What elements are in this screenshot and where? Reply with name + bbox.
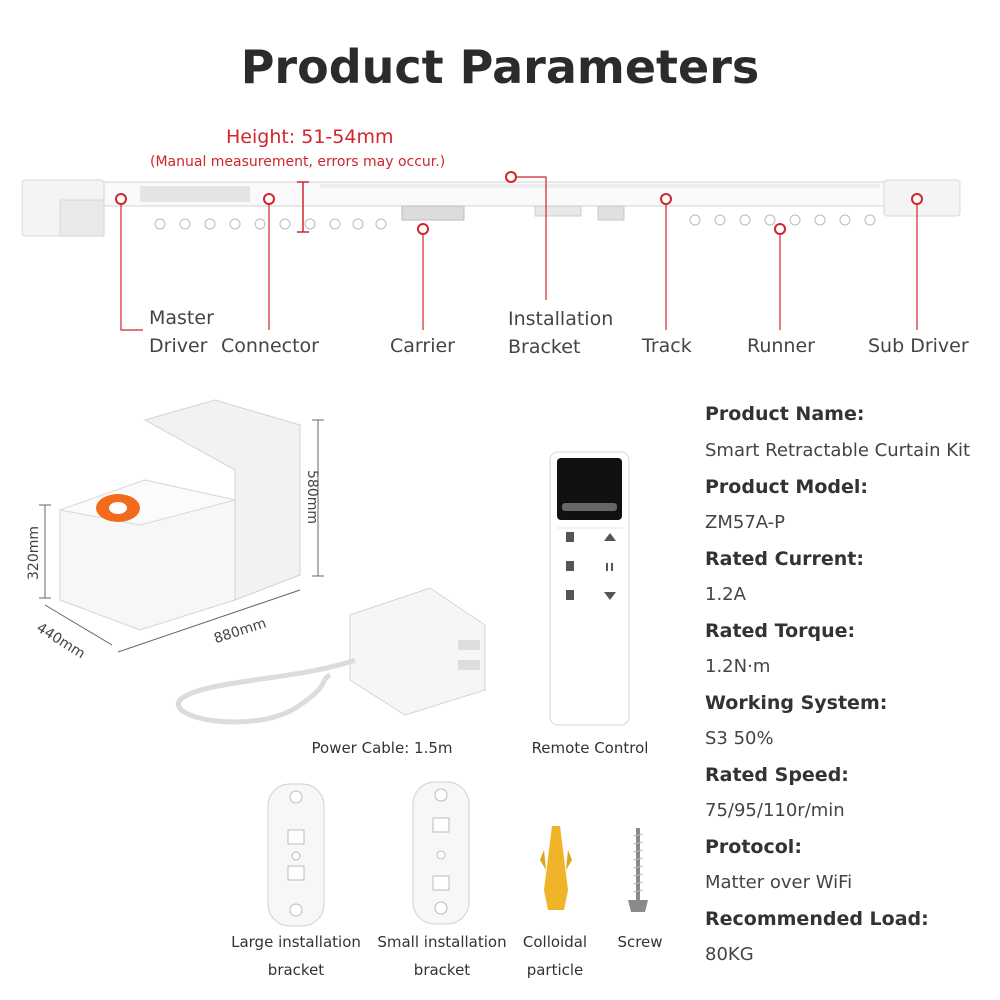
label-sub-driver: Sub Driver [868,335,969,357]
spec-label-protocol: Protocol: [705,836,802,858]
measurement-disclaimer: (Manual measurement, errors may occur.) [150,154,446,170]
spec-label-product-name: Product Name: [705,403,865,425]
motor-illustration [58,399,301,631]
height-dimension-marker [297,181,309,233]
carrier-graphic [401,205,465,221]
label-runner: Runner [747,335,815,357]
spec-label-working-system: Working System: [705,692,888,714]
motor-dimension-lines [39,419,324,653]
track-diagram [21,171,961,331]
spec-value-product-name: Smart Retractable Curtain Kit [705,440,971,461]
callout-lines [120,176,918,331]
spec-label-rated-torque: Rated Torque: [705,620,856,642]
label-connector: Connector [221,335,319,357]
spec-label-rated-speed: Rated Speed: [705,764,849,786]
spec-label-recommended-load: Recommended Load: [705,908,929,930]
page-title: Product Parameters [240,40,760,94]
spec-value-working-system: S3 50% [705,728,774,749]
small-bracket-illustration [412,781,470,925]
runner-hooks-right [689,214,876,226]
spec-label-rated-current: Rated Current: [705,548,864,570]
spec-label-product-model: Product Model: [705,476,868,498]
label-track: Track [642,335,692,357]
spec-value-rated-speed: 75/95/110r/min [705,800,845,821]
spec-value-protocol: Matter over WiFi [705,872,853,893]
label-carrier: Carrier [390,335,455,357]
motor-side-label: 320mm [26,526,42,580]
remote-caption: Remote Control [531,739,649,757]
height-measurement: Height: 51-54mm [226,126,394,148]
spec-value-rated-torque: 1.2N·m [705,656,771,677]
power-adapter-illustration [175,587,486,725]
power-cable-caption: Power Cable: 1.5m [311,739,453,757]
screw-illustration [628,828,648,912]
remote-illustration [549,451,630,726]
spec-value-product-model: ZM57A-P [705,512,786,533]
spec-value-rated-current: 1.2A [705,584,746,605]
spec-value-recommended-load: 80KG [705,944,754,965]
colloidal-particle-illustration [540,826,572,910]
callout-markers [115,171,923,235]
large-bracket-illustration [267,783,325,927]
screw-caption: Screw [617,933,663,951]
motor-height-label: 580mm [304,470,320,524]
runner-hooks-left [154,218,387,230]
